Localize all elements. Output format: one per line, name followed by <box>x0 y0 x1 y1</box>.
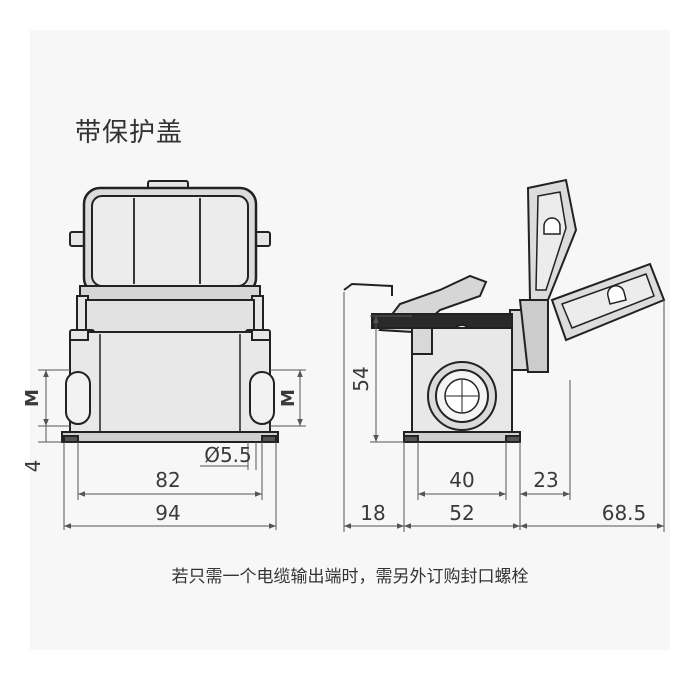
front-right-slot <box>249 371 275 425</box>
dimension-labels: 82 94 Ø5.5 4 M M 54 40 23 18 52 68.5 <box>21 366 646 525</box>
label-82: 82 <box>155 468 180 492</box>
label-18: 18 <box>360 501 385 525</box>
label-94: 94 <box>155 501 180 525</box>
front-left-slot <box>65 371 91 425</box>
side-base <box>403 431 521 443</box>
front-cover-inner <box>91 195 249 287</box>
drawing-title: 带保护盖 <box>75 118 184 148</box>
front-right-foot <box>261 435 277 443</box>
label-m-left: M <box>22 389 43 407</box>
label-5-5: Ø5.5 <box>204 443 252 467</box>
front-upper-body <box>85 299 255 333</box>
side-cover-latch-1 <box>543 217 561 235</box>
label-m-right: M <box>278 389 299 407</box>
label-54: 54 <box>349 366 373 391</box>
side-cover-latch-2 <box>607 285 627 305</box>
front-left-foot <box>63 435 79 443</box>
dimension-lines <box>38 292 665 532</box>
label-23: 23 <box>533 468 558 492</box>
side-left-foot <box>403 435 419 443</box>
label-4: 4 <box>21 460 45 473</box>
side-hinge-arm <box>518 299 549 373</box>
label-52: 52 <box>449 501 474 525</box>
front-view <box>61 180 279 443</box>
side-housing-upper-left <box>411 327 433 355</box>
side-right-foot <box>505 435 521 443</box>
side-view <box>343 178 666 443</box>
footnote-text: 若只需一个电缆输出端时，需另外订购封口螺栓 <box>171 567 529 587</box>
label-40: 40 <box>449 468 474 492</box>
front-hinge-band <box>79 285 261 301</box>
label-68-5: 68.5 <box>602 501 647 525</box>
side-cover-open-upper-inner <box>535 191 567 291</box>
front-base <box>61 431 279 443</box>
side-lever-end <box>343 282 393 296</box>
side-cover-open-flap-inner <box>561 273 655 329</box>
